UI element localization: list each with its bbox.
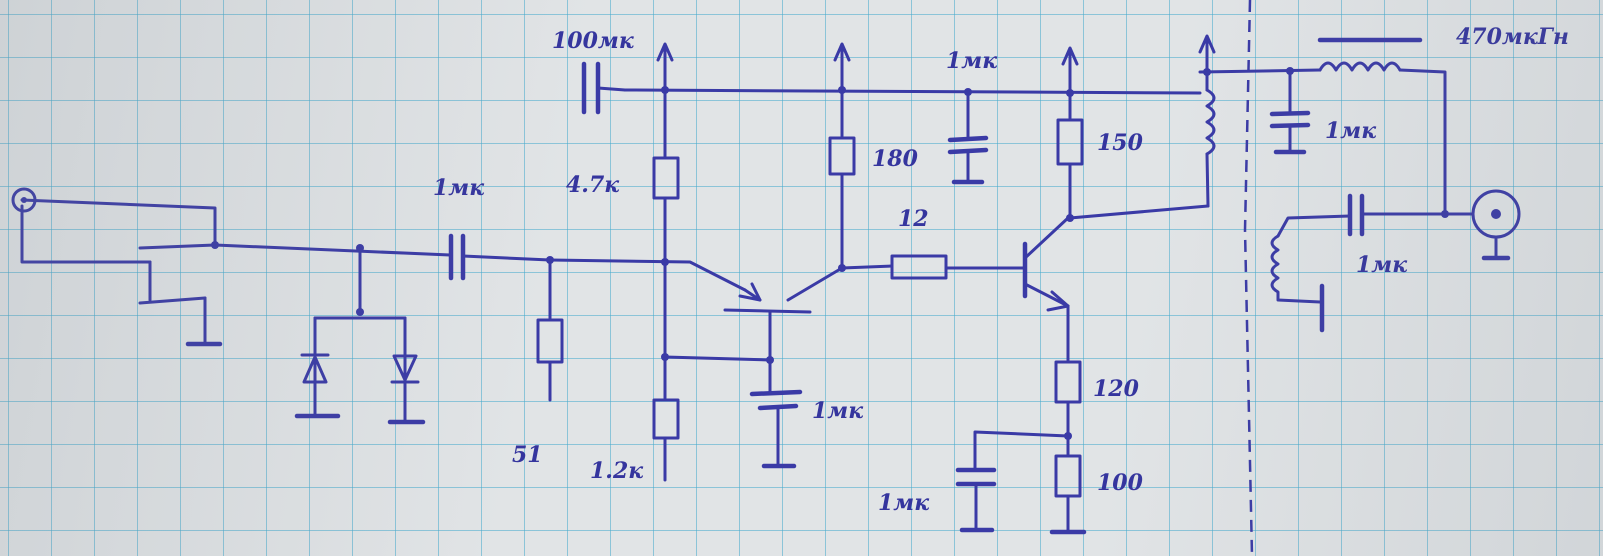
collector-choke [1205,70,1216,208]
label-c-gate: 1мк [812,398,863,424]
output-filter-capacitor [1269,67,1311,155]
protection-diodes [294,246,426,425]
source-bypass-capacitor [749,389,803,469]
board-divider [1243,0,1254,556]
emitter-resistor-100 [1049,434,1087,535]
antenna-coil [1270,234,1325,333]
label-c-emit: 1мк [878,490,929,516]
input-resistor [536,256,564,402]
fet-transistor [663,266,844,394]
bjt-transistor [1022,216,1070,312]
label-r-emit1: 120 [1093,376,1140,402]
output-inductor [1317,37,1449,218]
label-r-bias-top: 4.7к [566,172,619,198]
label-inductor: 470мкГн [1456,24,1569,50]
input-switch [20,198,223,347]
label-r-drain: 180 [872,146,919,172]
label-r-series: 12 [898,206,929,232]
input-coupling-capacitor [448,233,552,281]
drain-resistor [828,88,856,272]
label-c-supply: 1мк [946,48,997,74]
label-c-out: 1мк [1356,252,1407,278]
emitter-resistor-120 [1054,304,1082,440]
label-r-emit2: 100 [1097,470,1144,496]
output-coupling-capacitor [1276,193,1447,238]
emitter-bypass-capacitor [955,430,1070,533]
label-c-in: 1мк [433,175,484,201]
supply-rail [623,68,1322,95]
label-r-in: 51 [512,442,543,468]
collector-resistor [1056,91,1210,222]
supply-decoupling-capacitor [947,88,989,185]
series-resistor [840,254,1027,280]
label-c-out-filter: 1мк [1325,118,1376,144]
bulk-capacitor [581,61,627,115]
label-r-bias-bot: 1.2к [590,458,643,484]
output-connector [1443,189,1521,261]
bias-resistor-bottom [652,260,680,482]
label-r-collector: 150 [1097,130,1144,156]
supply-arrows [656,34,1216,97]
bias-resistor-top [652,88,680,264]
label-c-bulk: 100мк [552,28,634,54]
